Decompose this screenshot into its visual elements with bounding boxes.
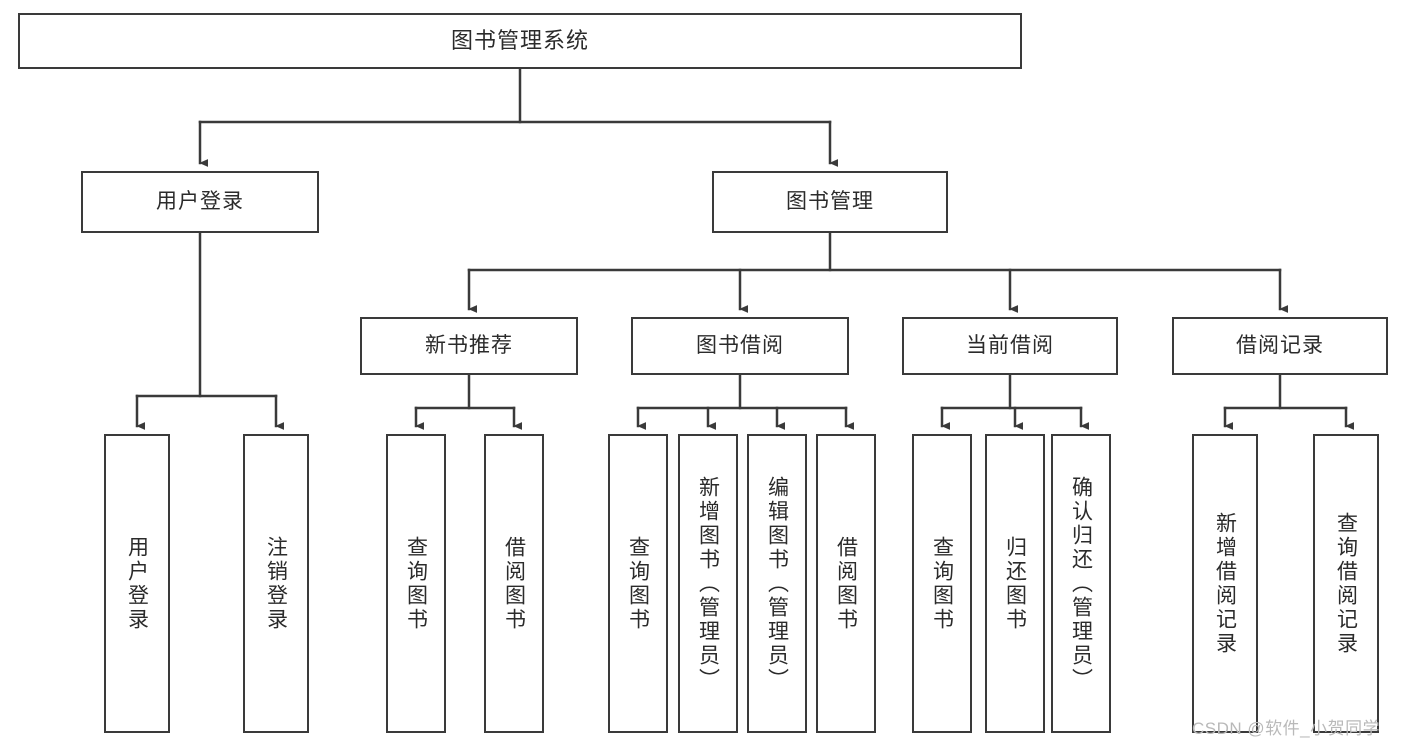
leaf-logout[interactable]: 注销登录 [243,434,309,733]
node-book-borrow[interactable]: 图书借阅 [631,317,849,375]
leaf-borrow-book[interactable]: 借阅图书 [816,434,876,733]
leaf-confirm-return-admin[interactable]: 确认归还（管理员） [1051,434,1111,733]
node-current-borrow[interactable]: 当前借阅 [902,317,1118,375]
leaf-return-book[interactable]: 归还图书 [985,434,1045,733]
leaf-borrow-book-newbook[interactable]: 借阅图书 [484,434,544,733]
node-book-management[interactable]: 图书管理 [712,171,948,233]
csdn-watermark: CSDN @软件_小贺同学 [1192,719,1381,738]
node-new-book-recommend[interactable]: 新书推荐 [360,317,578,375]
leaf-edit-book-admin[interactable]: 编辑图书（管理员） [747,434,807,733]
leaf-query-borrow-record[interactable]: 查询借阅记录 [1313,434,1379,733]
leaf-add-book-admin[interactable]: 新增图书（管理员） [678,434,738,733]
node-borrow-record[interactable]: 借阅记录 [1172,317,1388,375]
leaf-user-login[interactable]: 用户登录 [104,434,170,733]
leaf-query-book-borrow[interactable]: 查询图书 [608,434,668,733]
node-root-book-management-system[interactable]: 图书管理系统 [18,13,1022,69]
leaf-query-book-current[interactable]: 查询图书 [912,434,972,733]
node-user-login[interactable]: 用户登录 [81,171,319,233]
leaf-add-borrow-record[interactable]: 新增借阅记录 [1192,434,1258,733]
leaf-query-book-newbook[interactable]: 查询图书 [386,434,446,733]
